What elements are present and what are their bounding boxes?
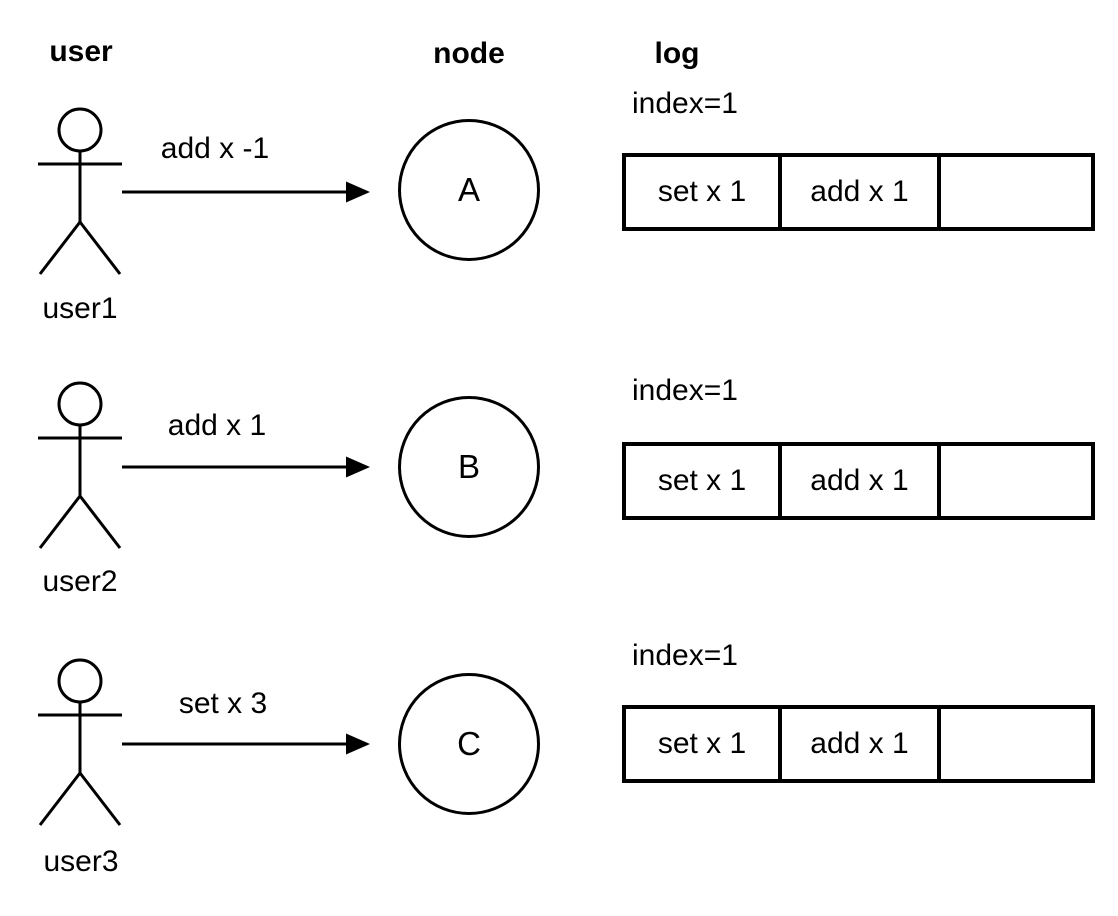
node-label: B [457, 448, 480, 485]
log-index-label: index=1 [632, 639, 738, 672]
actor-icon [38, 381, 122, 549]
message-label: add x 1 [167, 409, 267, 442]
message-label: set x 3 [178, 687, 268, 720]
user-name-label: user1 [42, 292, 118, 325]
node-label: A [457, 171, 480, 208]
node-circle: B [398, 396, 540, 538]
log-table: set x 1 add x 1 [622, 442, 1095, 520]
log-cell-empty [937, 446, 1091, 516]
log-cell-empty [937, 709, 1091, 779]
user-name-label: user3 [43, 845, 119, 878]
node-label: C [457, 725, 481, 762]
right-arrow-icon [122, 181, 370, 203]
actor-icon [38, 658, 122, 826]
log-cell: set x 1 [657, 727, 747, 760]
log-index-label: index=1 [632, 374, 738, 407]
column-header-node: node [433, 37, 505, 70]
right-arrow-icon [122, 456, 370, 478]
log-cell-empty [937, 157, 1091, 227]
right-arrow-icon [122, 733, 370, 755]
message-label: add x -1 [160, 132, 270, 165]
log-index-label: index=1 [632, 87, 738, 120]
log-cell: add x 1 [778, 446, 937, 516]
log-cell: set x 1 [657, 175, 747, 208]
column-header-user: user [49, 35, 113, 68]
log-cell: add x 1 [778, 157, 937, 227]
node-circle: A [398, 119, 540, 261]
column-header-log: log [654, 37, 700, 70]
log-cell: set x 1 [657, 464, 747, 497]
actor-icon [38, 107, 122, 275]
log-cell: add x 1 [778, 709, 937, 779]
log-table: set x 1 add x 1 [622, 705, 1095, 783]
node-circle: C [398, 673, 540, 815]
user-name-label: user2 [42, 565, 118, 598]
log-table: set x 1 add x 1 [622, 153, 1095, 231]
